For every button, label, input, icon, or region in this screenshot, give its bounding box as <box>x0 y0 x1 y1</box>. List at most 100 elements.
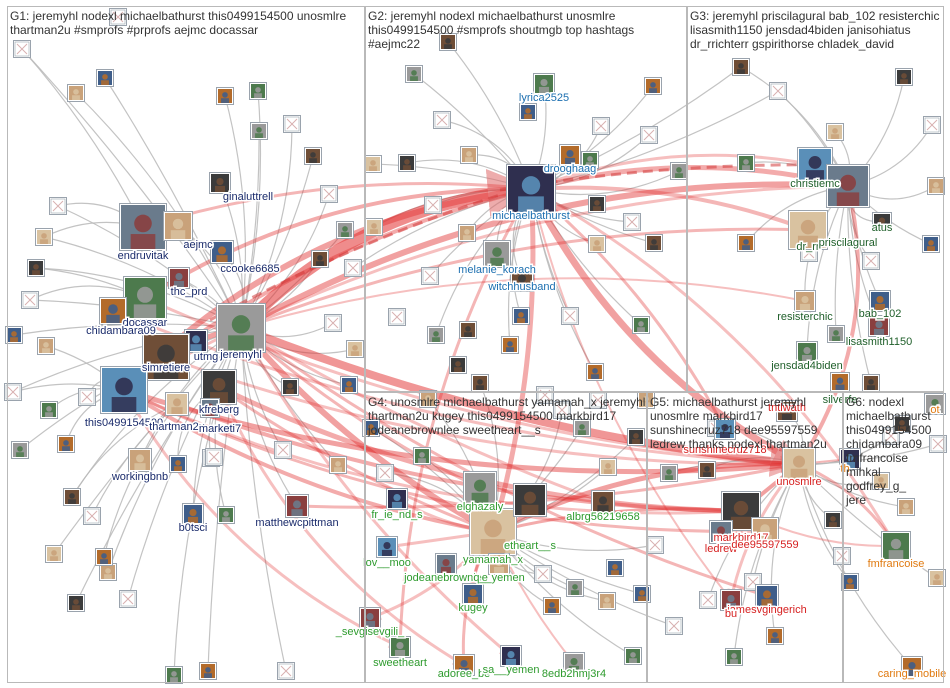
node-icon[interactable] <box>769 82 787 100</box>
node-n36-icon[interactable] <box>469 508 517 556</box>
node-n50-icon[interactable] <box>709 520 733 544</box>
node-icon[interactable] <box>872 472 890 490</box>
node-n54-icon[interactable] <box>881 531 911 561</box>
node-icon[interactable] <box>67 84 85 102</box>
node-n12-icon[interactable] <box>165 392 189 416</box>
node-n6-icon[interactable] <box>123 276 167 320</box>
node-n48-icon[interactable] <box>782 447 816 481</box>
node-n9-icon[interactable] <box>216 303 266 353</box>
node-icon[interactable] <box>928 569 946 587</box>
node-icon[interactable] <box>45 545 63 563</box>
node-icon[interactable] <box>63 488 81 506</box>
node-n5-icon[interactable] <box>168 267 190 289</box>
node-icon[interactable] <box>329 456 347 474</box>
node-icon[interactable] <box>283 115 301 133</box>
node-icon[interactable] <box>927 177 945 195</box>
node-icon[interactable] <box>561 307 579 325</box>
node-icon[interactable] <box>534 565 552 583</box>
node-n11-icon[interactable] <box>100 366 148 414</box>
node-icon[interactable] <box>699 591 717 609</box>
node-n44-icon[interactable] <box>500 645 522 667</box>
node-icon[interactable] <box>165 666 183 684</box>
node-icon[interactable] <box>427 326 445 344</box>
node-icon[interactable] <box>588 235 606 253</box>
node-icon[interactable] <box>929 435 947 453</box>
node-n28-icon[interactable] <box>869 290 891 312</box>
node-icon[interactable] <box>4 383 22 401</box>
node-icon[interactable] <box>698 461 716 479</box>
node-icon[interactable] <box>11 441 29 459</box>
node-icon[interactable] <box>413 447 431 465</box>
node-icon[interactable] <box>646 536 664 554</box>
node-icon[interactable] <box>109 8 127 26</box>
node-n42-icon[interactable] <box>389 636 411 658</box>
node-n45-icon[interactable] <box>563 652 585 674</box>
node-n14-icon[interactable] <box>200 398 220 418</box>
node-icon[interactable] <box>599 458 617 476</box>
node-n17-icon[interactable] <box>285 494 309 518</box>
node-n8-icon[interactable] <box>184 329 208 353</box>
node-n19-icon[interactable] <box>559 144 581 166</box>
node-icon[interactable] <box>376 464 394 482</box>
node-icon[interactable] <box>199 662 217 680</box>
node-icon[interactable] <box>640 126 658 144</box>
node-icon[interactable] <box>737 154 755 172</box>
node-icon[interactable] <box>471 374 489 392</box>
node-icon[interactable] <box>49 197 67 215</box>
node-icon[interactable] <box>344 259 362 277</box>
node-icon[interactable] <box>841 573 859 591</box>
node-icon[interactable] <box>581 151 599 169</box>
node-icon[interactable] <box>766 627 784 645</box>
node-icon[interactable] <box>304 147 322 165</box>
node-icon[interactable] <box>405 65 423 83</box>
node-n30-icon[interactable] <box>796 341 818 363</box>
node-icon[interactable] <box>95 548 113 566</box>
node-n55-icon[interactable] <box>901 656 923 678</box>
node-icon[interactable] <box>398 154 416 172</box>
node-icon[interactable] <box>588 195 606 213</box>
node-icon[interactable] <box>543 597 561 615</box>
node-n47-icon[interactable] <box>714 418 736 440</box>
node-icon[interactable] <box>586 363 604 381</box>
node-icon[interactable] <box>725 648 743 666</box>
node-n52-icon[interactable] <box>755 584 779 608</box>
node-icon[interactable] <box>627 428 645 446</box>
node-icon[interactable] <box>169 455 187 473</box>
node-icon[interactable] <box>365 218 383 236</box>
node-n46-icon[interactable] <box>776 400 798 422</box>
node-icon[interactable] <box>553 401 571 419</box>
node-n25-icon[interactable] <box>872 212 892 232</box>
node-n51-icon[interactable] <box>751 517 779 545</box>
node-n18-icon[interactable] <box>533 73 555 95</box>
node-n26-icon[interactable] <box>826 164 870 208</box>
node-icon[interactable] <box>362 419 380 437</box>
node-icon[interactable] <box>439 33 457 51</box>
node-n43-icon[interactable] <box>453 654 475 676</box>
node-n39-icon[interactable] <box>488 553 510 575</box>
node-icon[interactable] <box>274 441 292 459</box>
node-icon[interactable] <box>433 111 451 129</box>
node-icon[interactable] <box>458 224 476 242</box>
node-icon[interactable] <box>460 146 478 164</box>
node-n35-icon[interactable] <box>376 536 398 558</box>
node-n3-icon[interactable] <box>163 211 193 241</box>
node-icon[interactable] <box>665 617 683 635</box>
node-icon[interactable] <box>922 235 940 253</box>
node-n34-icon[interactable] <box>591 490 615 514</box>
node-icon[interactable] <box>644 77 662 95</box>
node-n33-icon[interactable] <box>463 471 497 505</box>
node-n22-icon[interactable] <box>510 268 534 292</box>
node-icon[interactable] <box>281 378 299 396</box>
node-icon[interactable] <box>324 314 342 332</box>
node-n24-icon[interactable] <box>788 210 828 250</box>
node-icon[interactable] <box>96 69 114 87</box>
node-icon[interactable] <box>21 291 39 309</box>
node-icon[interactable] <box>67 594 85 612</box>
node-icon[interactable] <box>346 340 364 358</box>
node-icon[interactable] <box>83 507 101 525</box>
node-icon[interactable] <box>40 401 58 419</box>
node-icon[interactable] <box>862 374 880 392</box>
node-icon[interactable] <box>57 435 75 453</box>
node-icon[interactable] <box>364 155 382 173</box>
node-icon[interactable] <box>419 390 437 408</box>
